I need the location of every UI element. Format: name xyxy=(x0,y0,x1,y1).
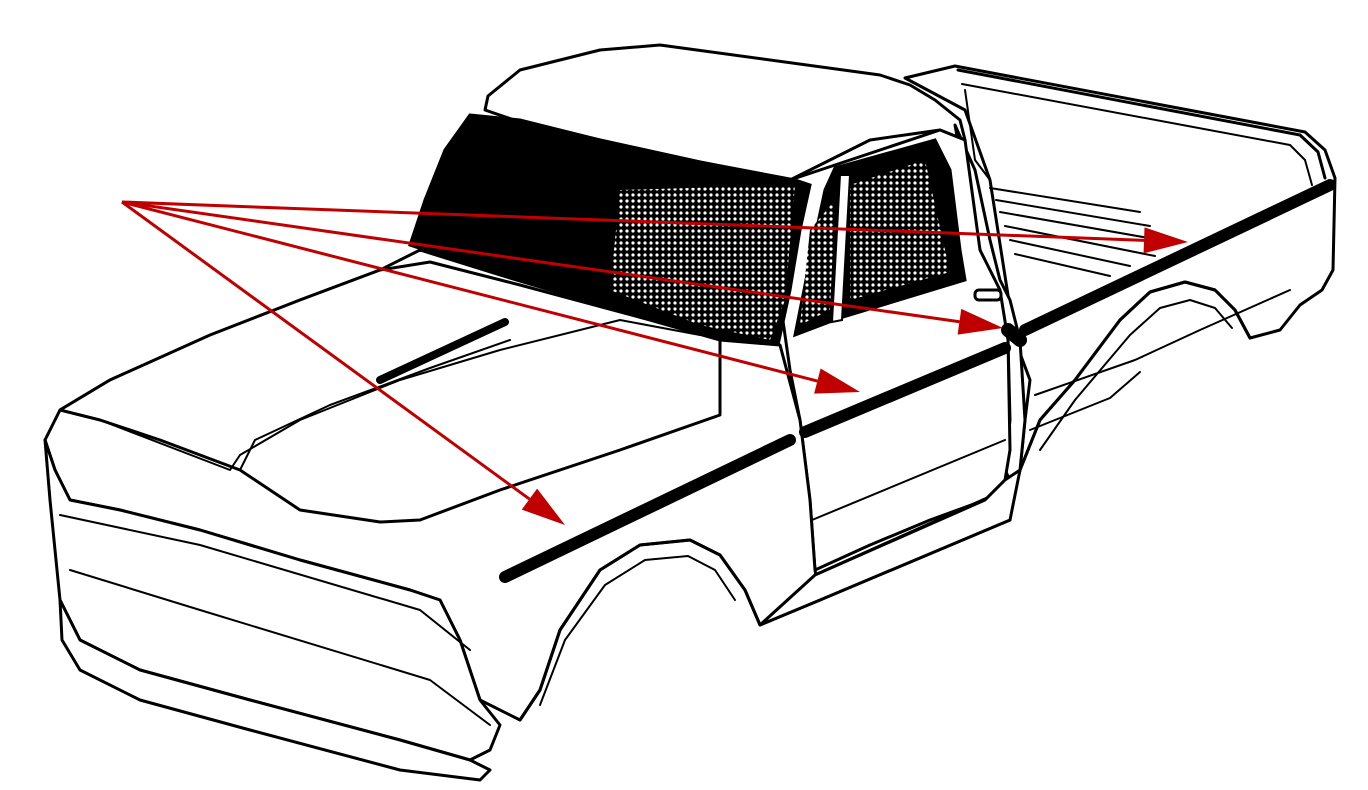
callout-line-bed-side-molding xyxy=(121,200,1145,242)
door-molding xyxy=(799,342,1011,438)
callout-arrowhead-cab-rear-molding xyxy=(957,308,1003,335)
truck-front xyxy=(43,248,1252,782)
callout-arrowhead-door-molding xyxy=(814,368,860,394)
callout-arrowhead-front-fender-molding xyxy=(521,488,565,525)
callout-arrowhead-bed-side-molding xyxy=(1143,227,1188,254)
callout-line-door-molding xyxy=(121,200,818,383)
callout-arrows xyxy=(121,200,1188,525)
front-fender-molding xyxy=(499,434,796,583)
truck-bed xyxy=(903,64,1337,472)
callout-line-cab-rear-molding xyxy=(121,200,960,324)
callout-line-front-fender-molding xyxy=(121,200,531,501)
molding-stripes xyxy=(499,179,1336,583)
bed-side-molding xyxy=(1019,179,1336,336)
cab-rear-molding xyxy=(1001,323,1027,347)
